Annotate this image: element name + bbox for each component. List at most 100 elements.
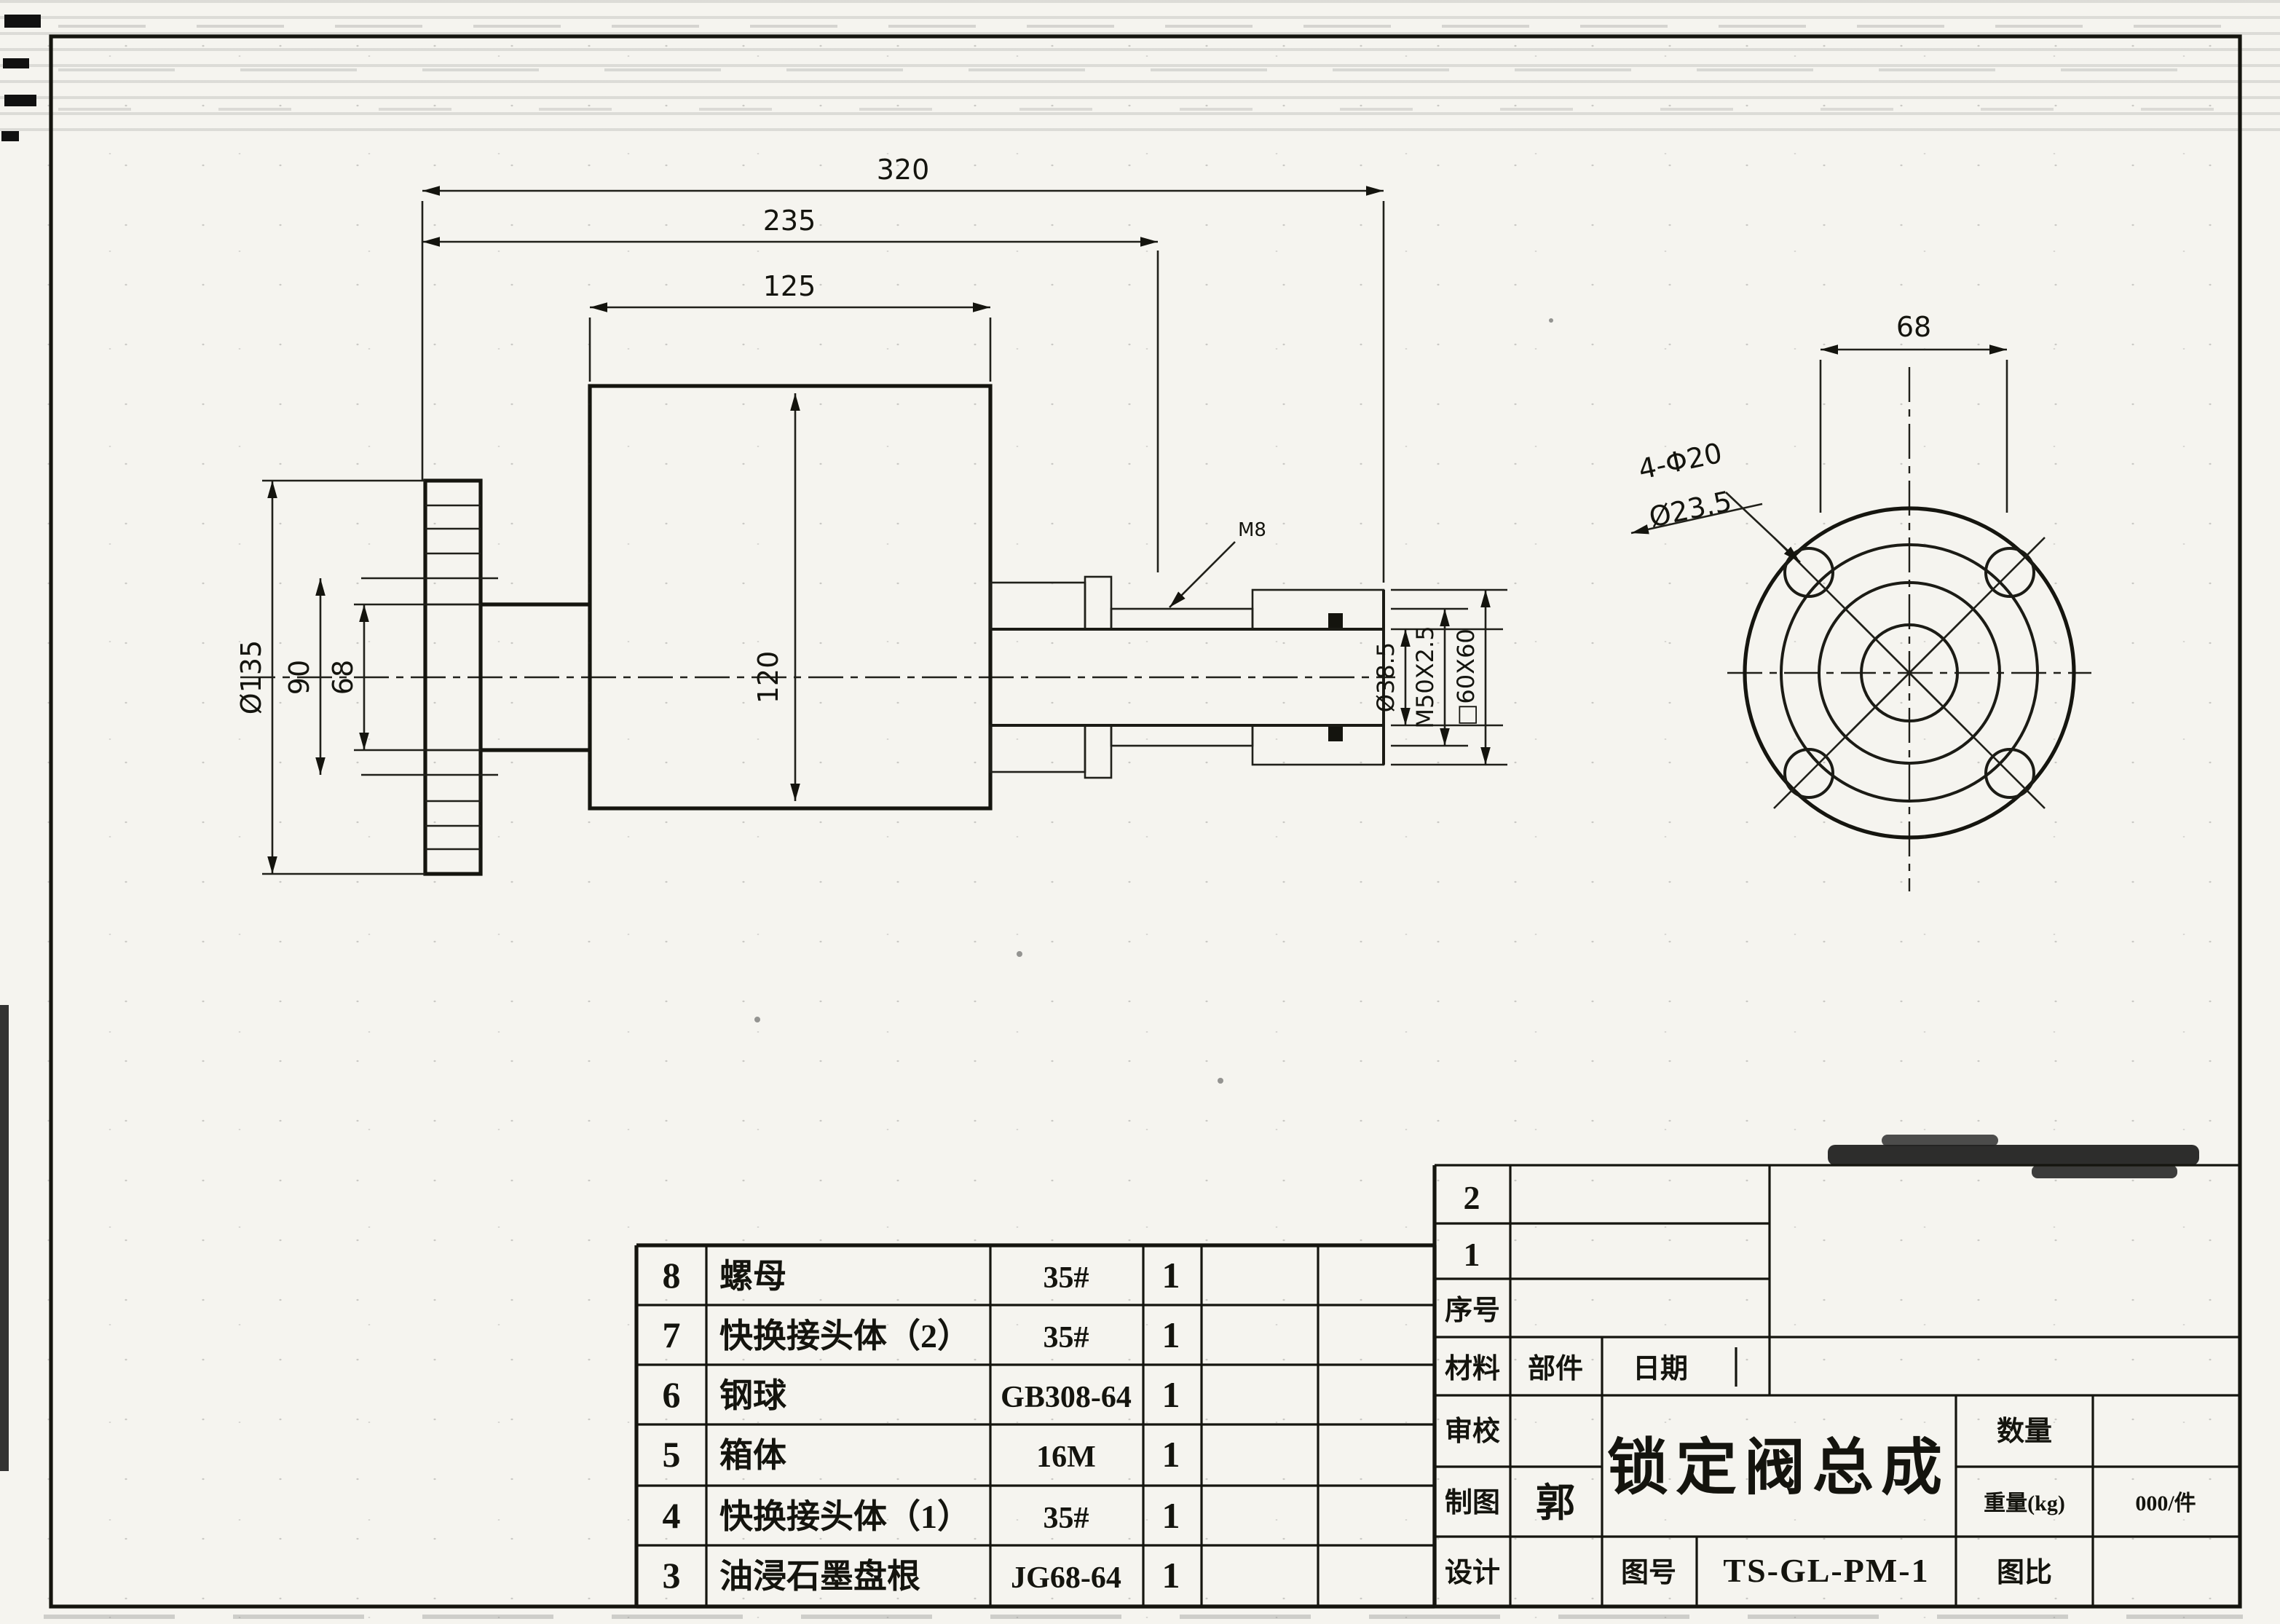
top-dimensions: 320 235 125	[421, 154, 1385, 583]
title-block: 2 1 序号 材料 部件 日期 审校 制图 郭 设计 锁定阀总成 数量 重量(k…	[1432, 1164, 2238, 1607]
endview-raised-face-circle	[1780, 543, 2039, 803]
bom-table: 8 螺母 35# 1 7 快换接头体（2） 35# 1 6 钢球 GB308-6…	[634, 1243, 1437, 1609]
part-label: 部件	[1528, 1354, 1583, 1384]
design-label: 设计	[1445, 1558, 1500, 1588]
seq-label: 序号	[1445, 1296, 1500, 1326]
dwg-no-value: TS-GL-PM-1	[1723, 1552, 1929, 1589]
endview-bore-circle	[1860, 623, 1959, 722]
end-view: 68 4-Φ20 Ø23.5	[1630, 311, 2091, 891]
weight-value: 000/件	[2135, 1491, 2196, 1515]
drawing-title: 锁定阀总成	[1607, 1435, 1949, 1502]
bom-qty: 1	[1162, 1495, 1180, 1536]
nut-hatch	[1251, 588, 1385, 631]
endview-outer-circle	[1743, 506, 2076, 840]
stem-wall-hatch	[1110, 607, 1254, 631]
dim-flange-diameter: Ø135	[235, 640, 267, 714]
flange-plate	[423, 478, 483, 876]
seq-1: 1	[1464, 1236, 1482, 1273]
scan-smudge	[2032, 1165, 2177, 1178]
draft-label: 制图	[1445, 1488, 1500, 1518]
hub-cross	[1845, 608, 1974, 738]
dwg-no-label: 图号	[1621, 1558, 1676, 1588]
bolt-hole	[1783, 547, 1834, 598]
scan-dash	[3, 58, 29, 68]
dim-body-height: 120	[752, 651, 784, 704]
scan-smudge	[1828, 1145, 2199, 1165]
bom-name: 油浸石墨盘根	[719, 1558, 920, 1595]
bom-spec: 16M	[1036, 1440, 1096, 1474]
date-label: 日期	[1633, 1354, 1688, 1384]
crossed-dim-strike	[1630, 502, 1763, 535]
left-dimensions: Ø135 90 68	[235, 479, 481, 875]
endview-hub-circle	[1818, 581, 2001, 765]
bom-no: 5	[663, 1434, 681, 1475]
bom-row: 6 钢球 GB308-64 1	[663, 1374, 1180, 1415]
border-frame	[49, 34, 2242, 1609]
scale-label: 图比	[1997, 1558, 2052, 1588]
bom-qty: 1	[1162, 1374, 1180, 1415]
dim-bolt-holes: 4-Φ20	[1636, 437, 1725, 486]
bolt-hole	[1984, 748, 2035, 799]
m8-leader	[1169, 541, 1236, 608]
bom-row: 8 螺母 35# 1	[663, 1255, 1180, 1296]
steel-ball	[1328, 613, 1343, 628]
bom-spec: 35#	[1044, 1321, 1089, 1355]
seq-2: 2	[1464, 1179, 1482, 1216]
dim-overall-length: 320	[877, 154, 930, 186]
bom-name: 快换接头体（2）	[719, 1317, 971, 1355]
bom-no: 3	[663, 1555, 681, 1596]
bom-no: 8	[663, 1255, 681, 1296]
dim-length-235: 235	[763, 205, 816, 237]
review-label: 审校	[1445, 1416, 1500, 1447]
bom-qty: 1	[1162, 1255, 1180, 1296]
coupling-section: M8	[989, 519, 1385, 779]
scan-dash	[4, 15, 41, 28]
bom-qty: 1	[1162, 1555, 1180, 1596]
bom-spec: 35#	[1044, 1502, 1089, 1535]
weight-label: 重量(kg)	[1984, 1491, 2065, 1515]
bom-spec: GB308-64	[1001, 1381, 1132, 1414]
dim-stem-bore: Ø38.5	[1372, 642, 1400, 712]
bom-row: 4 快换接头体（1） 35# 1	[663, 1495, 1180, 1536]
bom-no: 7	[663, 1314, 681, 1355]
material-label: 材料	[1445, 1354, 1500, 1384]
bom-spec: 35#	[1044, 1261, 1089, 1295]
qty-label: 数量	[1997, 1416, 2052, 1447]
drafter-name: 郭	[1536, 1481, 1575, 1525]
valve-body-outline	[588, 384, 993, 811]
dim-screw-m8: M8	[1238, 519, 1266, 541]
bom-spec: JG68-64	[1011, 1561, 1121, 1595]
dim-square: □60X60	[1452, 628, 1480, 726]
side-section-view: 120 Ø135	[235, 154, 1507, 876]
dim-body-width: 125	[763, 270, 816, 302]
bom-name: 螺母	[719, 1258, 786, 1295]
bom-row: 3 油浸石墨盘根 JG68-64 1	[663, 1555, 1180, 1596]
drawing-frame	[49, 34, 2242, 1609]
coupling-hatch	[1084, 575, 1113, 631]
coupling-hatch	[1084, 724, 1113, 779]
stem-wall-hatch	[1110, 724, 1254, 747]
nut-hatch	[1251, 724, 1385, 766]
holes-leader	[1725, 492, 1801, 563]
bom-name: 钢球	[719, 1377, 787, 1414]
bom-no: 4	[663, 1495, 681, 1536]
bolt-hole	[1984, 547, 2035, 598]
bolt-hole	[1783, 748, 1834, 799]
dim-end-width: 68	[1896, 311, 1931, 343]
bom-name: 箱体	[719, 1437, 786, 1474]
bom-row: 5 箱体 16M 1	[663, 1434, 1180, 1475]
scan-dash	[1, 131, 19, 141]
scan-dash	[4, 95, 36, 106]
bom-qty: 1	[1162, 1434, 1180, 1475]
dim-thread: M50X2.5	[1411, 626, 1439, 728]
bom-row: 7 快换接头体（2） 35# 1	[663, 1314, 1180, 1355]
bom-no: 6	[663, 1374, 681, 1415]
coupling-hatch	[989, 581, 1086, 631]
bom-name: 快换接头体（1）	[719, 1498, 971, 1535]
dim-bolt-circle: 90	[283, 660, 315, 695]
dim-bore-68: 68	[327, 660, 359, 695]
coupling-hatch	[989, 724, 1086, 773]
scan-smudge	[1882, 1135, 1998, 1146]
